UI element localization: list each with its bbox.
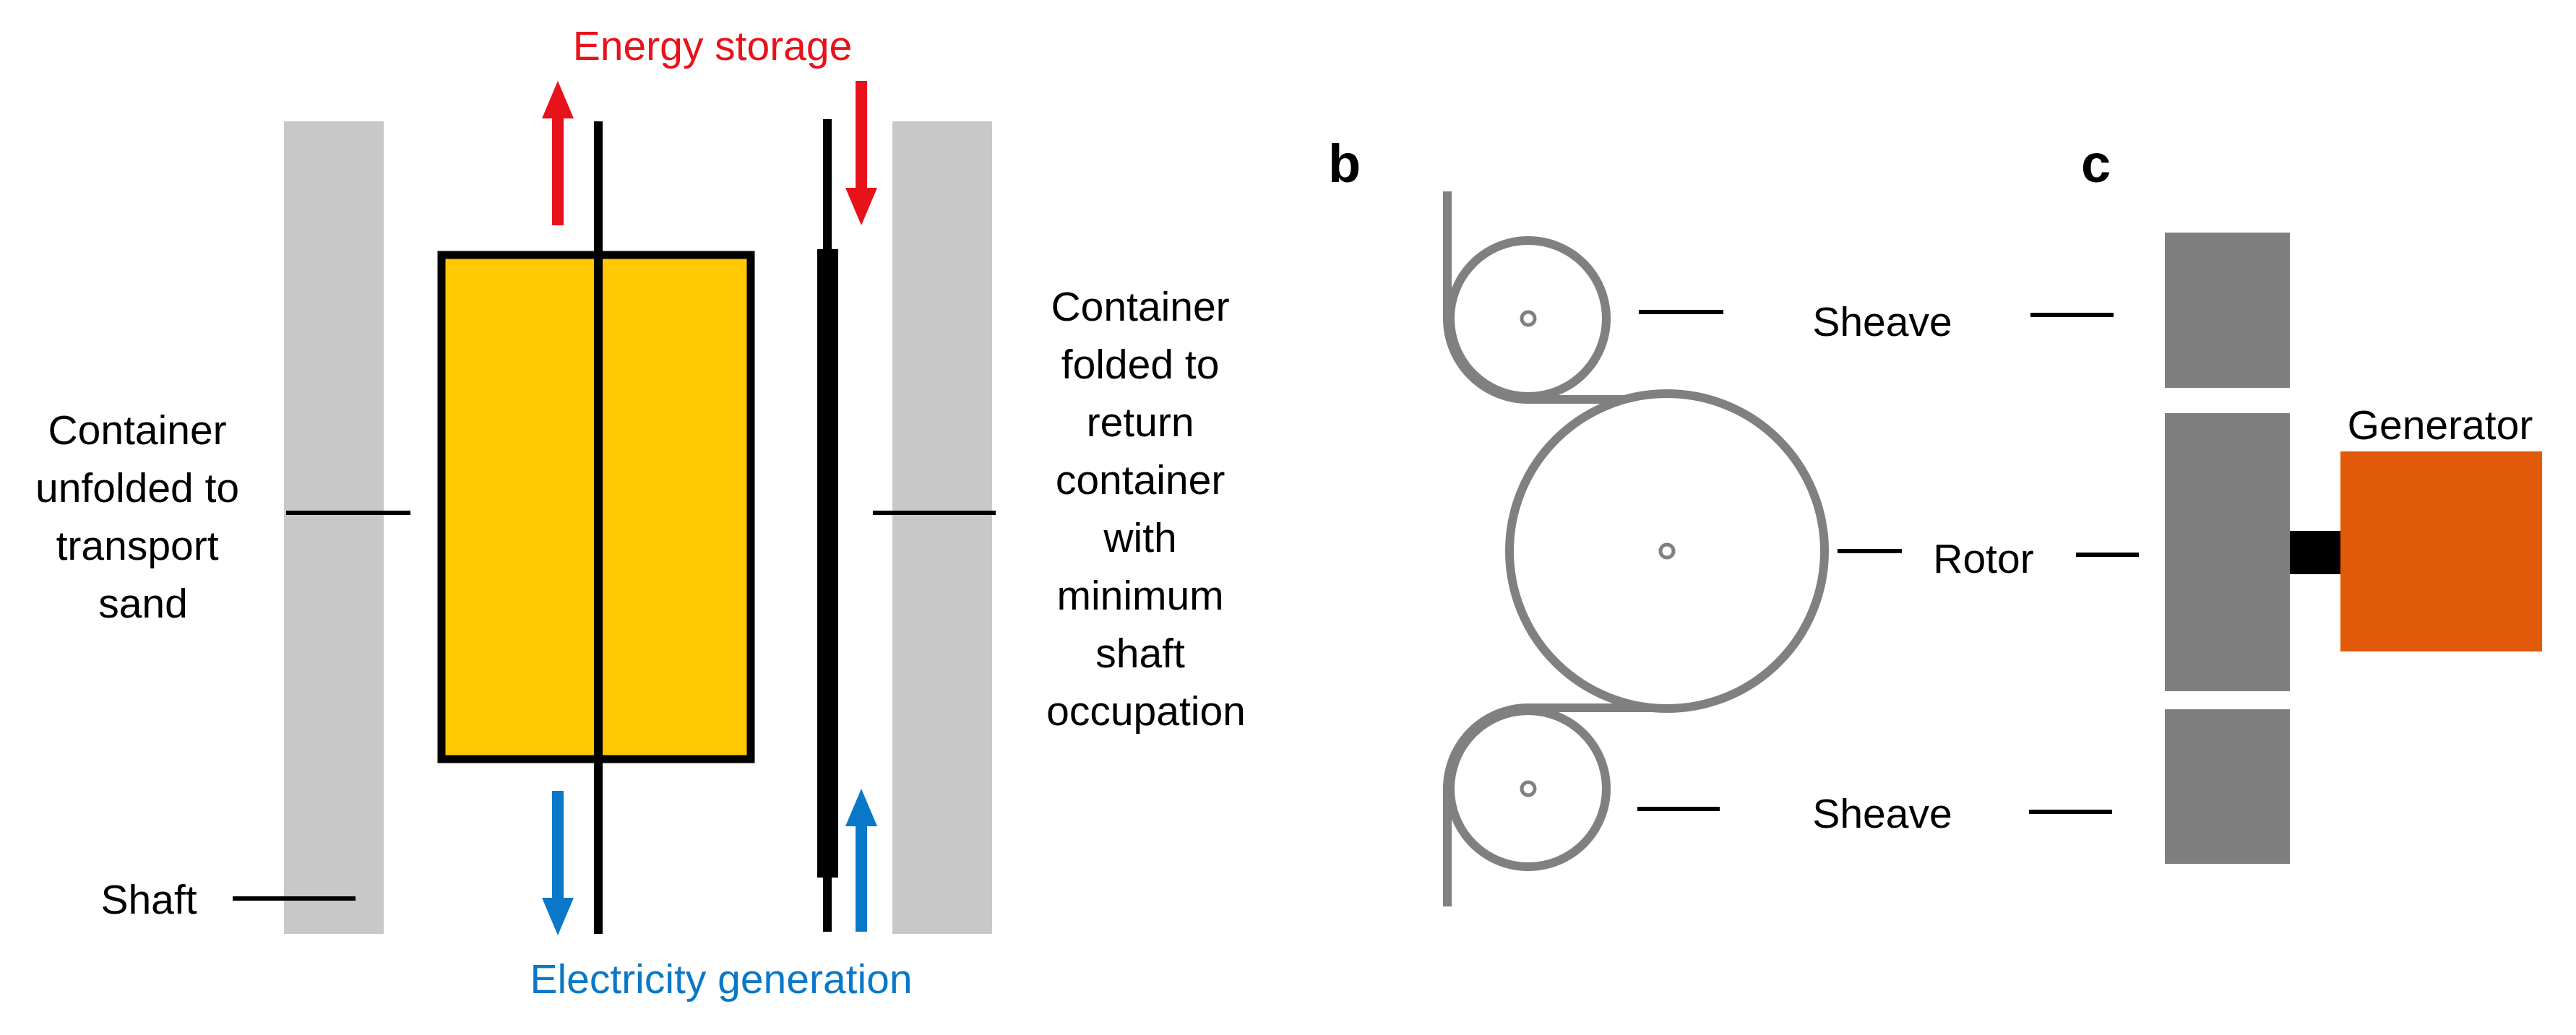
rotor-label: Rotor	[1933, 536, 2033, 582]
panel-a: a Energy storage Electricity ge	[35, 23, 1246, 1002]
generator-shaft	[2290, 531, 2340, 574]
rotor-pulley	[1505, 389, 1829, 713]
energy-storage-up-arrow	[542, 81, 574, 225]
electricity-down-arrow	[542, 791, 574, 935]
top-sheave-axle	[1520, 310, 1537, 327]
panel-b-letter: b	[1328, 134, 1361, 194]
bottom-sheave-axle	[1520, 780, 1537, 797]
panel-c-letter: c	[2081, 134, 2111, 194]
left-shaft	[284, 121, 384, 934]
rotor-block	[2165, 413, 2290, 691]
bottom-sheave-block	[2165, 709, 2290, 864]
top-sheave-block	[2165, 233, 2290, 388]
panel-c: c Generator	[2029, 134, 2542, 864]
shaft-label: Shaft	[100, 877, 197, 923]
bottom-sheave-pulley	[1446, 706, 1611, 871]
panel-b: b	[1328, 134, 1902, 906]
energy-storage-down-arrow	[845, 81, 877, 225]
bottom-sheave-label: Sheave	[1812, 791, 1952, 837]
rotor-axle	[1658, 542, 1676, 560]
generator-label: Generator	[2348, 402, 2533, 449]
right-shaft	[892, 121, 992, 934]
electricity-up-arrow	[845, 789, 877, 932]
electricity-generation-label: Electricity generation	[530, 956, 912, 1002]
top-sheave-pulley	[1446, 236, 1611, 401]
unfolded-container-label: Container unfolded to transport sand	[35, 407, 251, 627]
top-sheave-label: Sheave	[1812, 299, 1952, 345]
folded-container-label: Container folded to return container wit…	[1046, 284, 1246, 735]
generator-block	[2340, 451, 2542, 651]
energy-storage-label: Energy storage	[573, 23, 853, 69]
folded-container	[817, 249, 838, 878]
